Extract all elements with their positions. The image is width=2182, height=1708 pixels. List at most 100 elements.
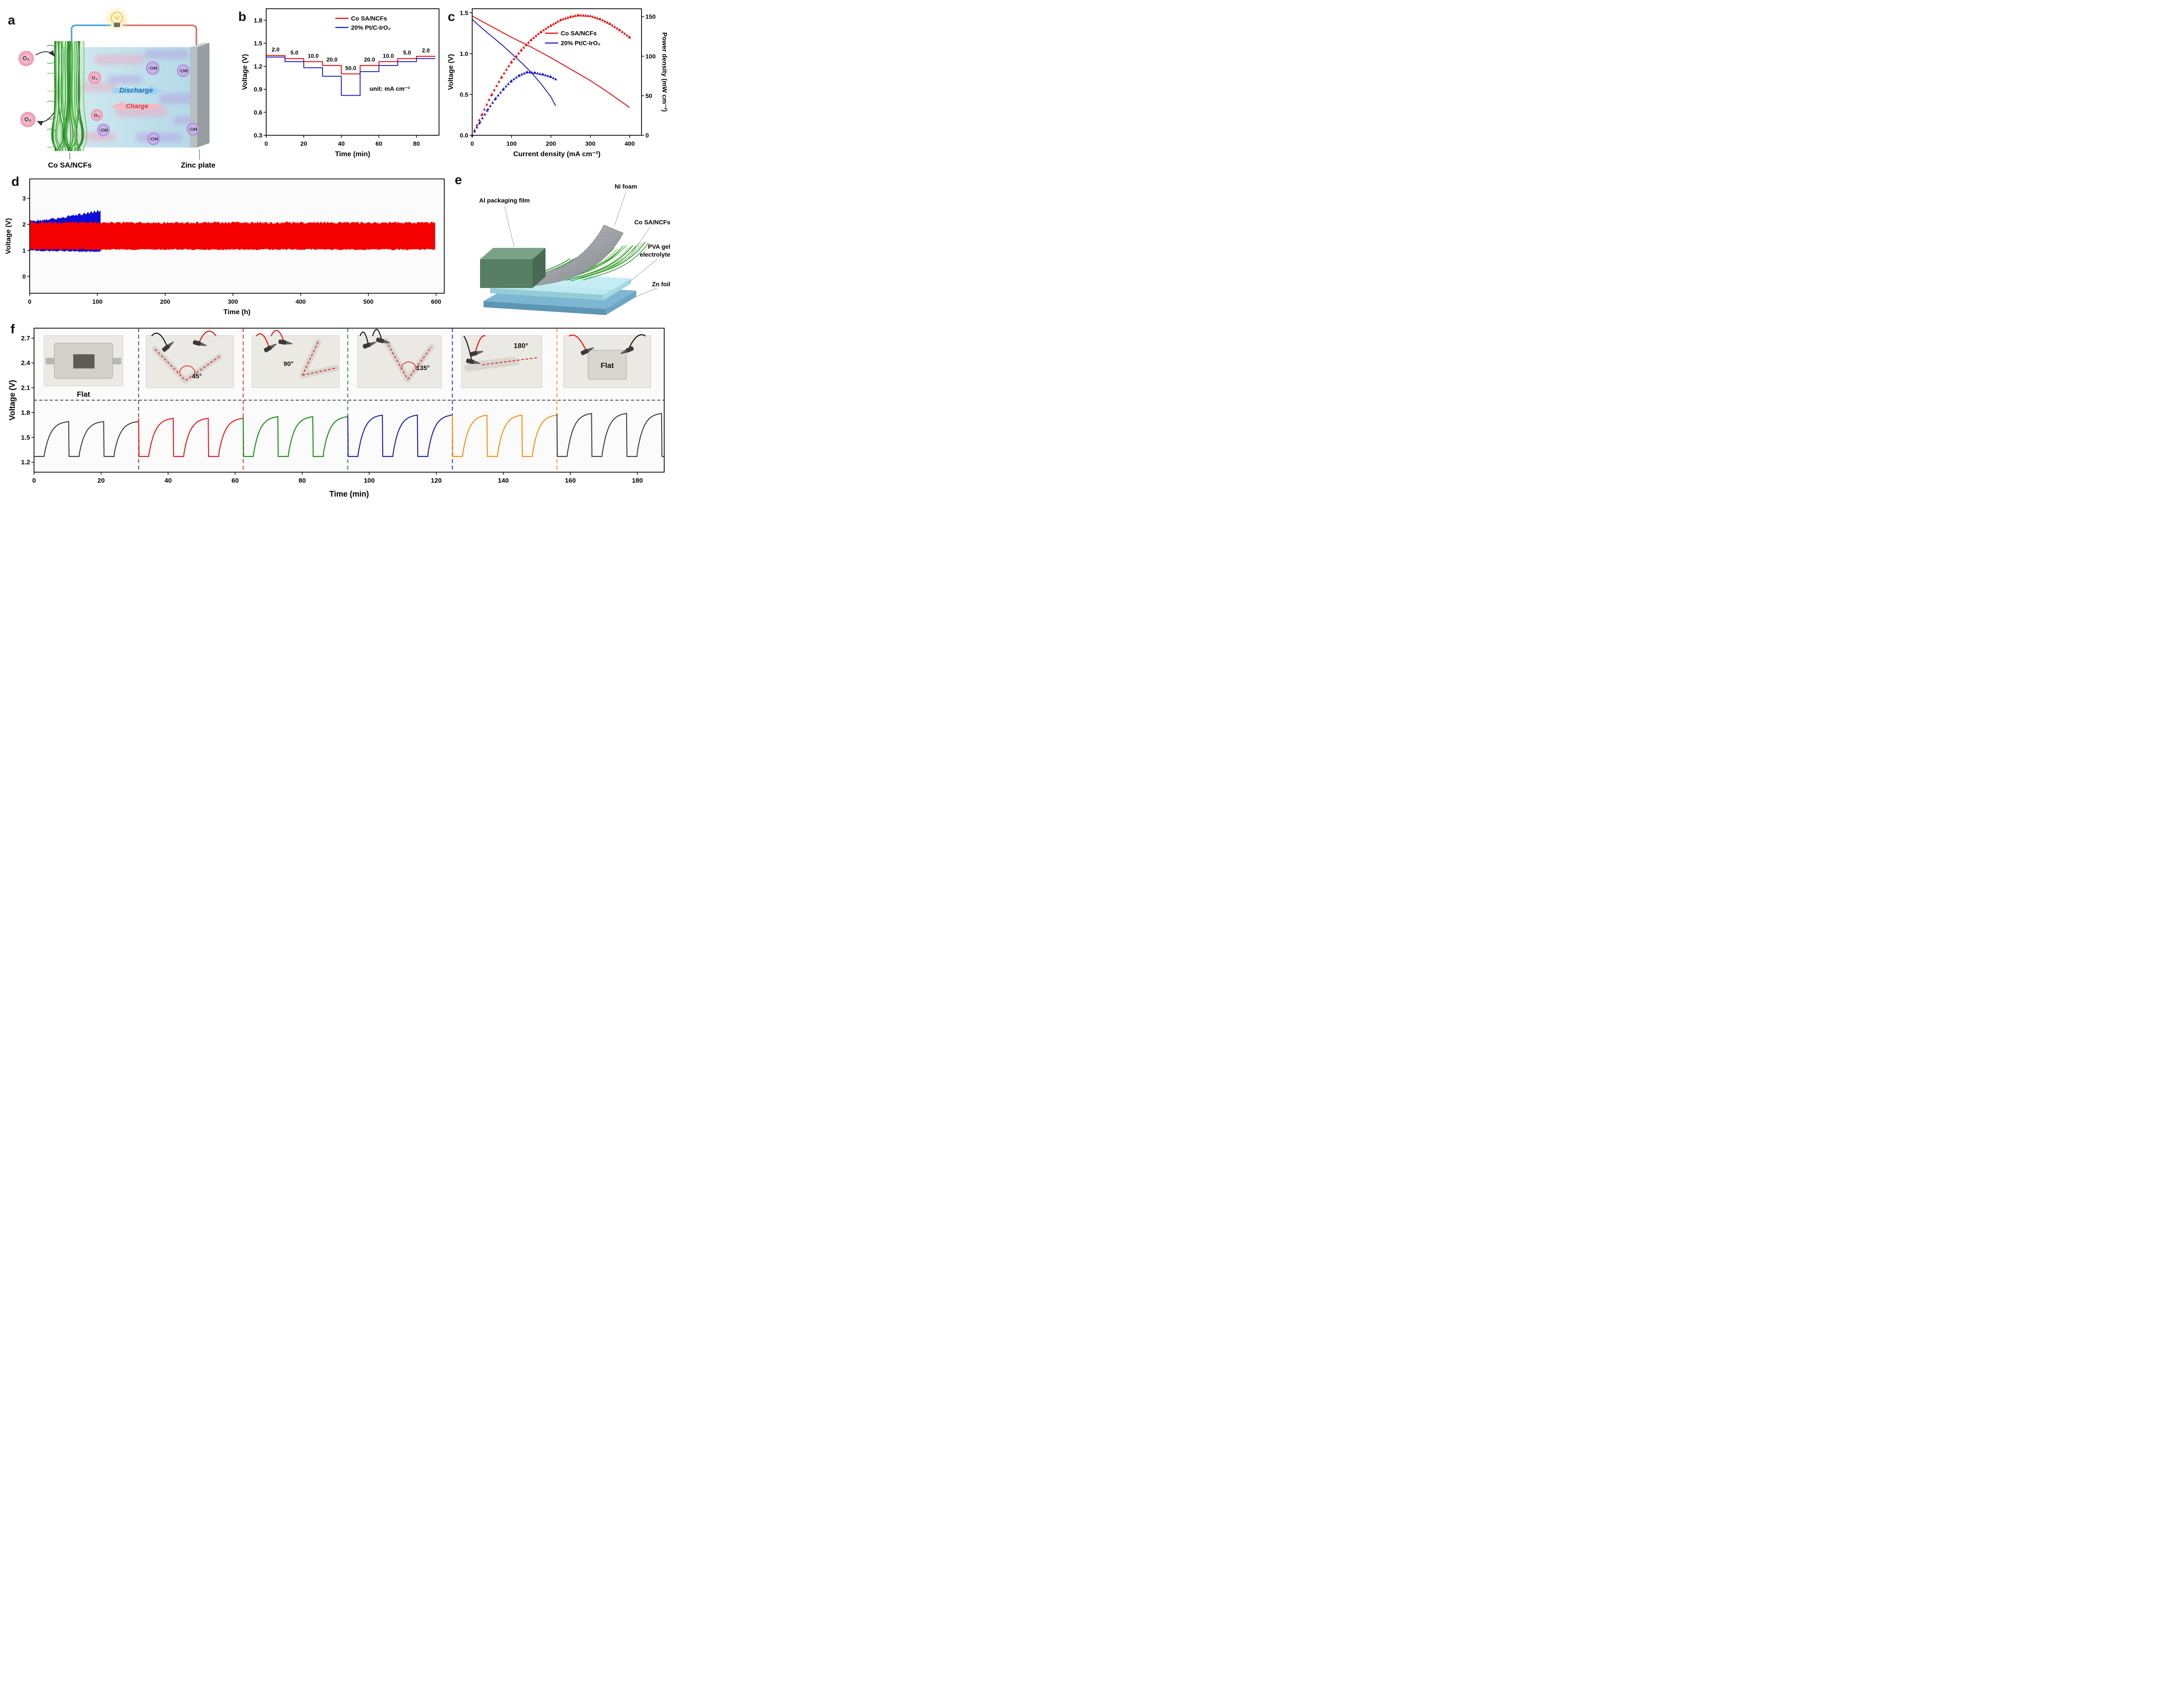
al-film-label: Al packaging film bbox=[479, 197, 530, 204]
charge-label: Charge bbox=[126, 103, 148, 110]
angle-line bbox=[407, 346, 432, 380]
clip-wire bbox=[463, 336, 473, 362]
svg-text:2.1: 2.1 bbox=[21, 384, 30, 392]
bend-angle-label: 180° bbox=[514, 343, 528, 350]
alligator-clip-icon bbox=[580, 347, 594, 355]
cycle-curve-segment-4 bbox=[452, 414, 557, 457]
plot-frame bbox=[472, 8, 642, 136]
legend-label: Co SA/NCFs bbox=[561, 30, 597, 37]
svg-text:600: 600 bbox=[431, 298, 442, 305]
panel-e-letter: e bbox=[455, 173, 462, 187]
series-1 bbox=[266, 56, 436, 96]
angle-line bbox=[185, 356, 220, 381]
svg-text:0: 0 bbox=[264, 140, 268, 147]
flat-label: Flat bbox=[77, 390, 90, 398]
co-sa-ncfs-electrode bbox=[47, 41, 87, 151]
x-axis-label: Time (h) bbox=[223, 309, 250, 316]
svg-text:1.8: 1.8 bbox=[21, 409, 30, 416]
svg-text:180: 180 bbox=[632, 477, 643, 484]
y2-axis-label: Power density (mW cm⁻²) bbox=[661, 32, 668, 112]
zn-foil-label: Zn foil bbox=[652, 281, 670, 288]
pva-label-line2: electrolyte bbox=[640, 251, 670, 258]
y2-tick: 100 bbox=[645, 53, 656, 60]
wire-positive bbox=[123, 24, 197, 48]
inset-photo-bend-135: 135° bbox=[357, 329, 442, 388]
legend-label: 20% Pt/C-IrO₂ bbox=[561, 40, 600, 47]
o2-in-arrow bbox=[35, 50, 55, 57]
panel-a-letter: a bbox=[8, 13, 15, 27]
panel-c-letter: c bbox=[448, 10, 455, 24]
y-axis-label: Voltage (V) bbox=[5, 218, 12, 254]
clip-wire bbox=[474, 335, 486, 353]
svg-text:0.9: 0.9 bbox=[254, 86, 263, 93]
svg-text:500: 500 bbox=[363, 298, 374, 305]
rate-label: 2.0 bbox=[422, 47, 430, 54]
oh-label: ·OH bbox=[148, 66, 157, 71]
oh-label: ·OH bbox=[99, 128, 108, 133]
clip-wire bbox=[628, 334, 646, 351]
svg-text:80: 80 bbox=[413, 140, 420, 147]
svg-text:80: 80 bbox=[298, 477, 306, 484]
rate-label: 50.0 bbox=[345, 65, 356, 71]
y-axis-label: Voltage (V) bbox=[447, 54, 455, 90]
clip-wire bbox=[568, 334, 587, 352]
svg-text:0.3: 0.3 bbox=[254, 132, 263, 139]
oh-ion bbox=[147, 132, 160, 145]
power-series-0 bbox=[470, 14, 631, 137]
voltage-series-1 bbox=[472, 19, 556, 106]
x-axis-label: Time (min) bbox=[335, 151, 371, 158]
clip-wire bbox=[198, 330, 217, 344]
o2-label: O₂ bbox=[23, 55, 30, 62]
zinc-plate-side bbox=[197, 43, 209, 147]
clip-wire bbox=[359, 331, 369, 345]
svg-text:100: 100 bbox=[93, 298, 103, 305]
angle-line bbox=[482, 357, 539, 365]
cycling-band-Co SA/NCFs bbox=[29, 221, 436, 250]
cycle-curve-segment-2 bbox=[243, 416, 348, 457]
rate-label: 20.0 bbox=[364, 56, 375, 63]
o2-label: O₂ bbox=[94, 113, 100, 118]
svg-text:0.0: 0.0 bbox=[460, 132, 469, 139]
panel-b-letter: b bbox=[238, 10, 247, 24]
battery-schematic: O₂O₂O₂O₂·OH·OH·OH·OH·OHDischargeChargeCo… bbox=[18, 6, 216, 169]
svg-text:0: 0 bbox=[28, 298, 31, 305]
oh-label: ·OH bbox=[179, 69, 188, 74]
plot-frame bbox=[266, 8, 439, 136]
alligator-clip-icon bbox=[466, 358, 480, 364]
alligator-clip-icon bbox=[363, 342, 377, 349]
zinc-plate bbox=[190, 47, 197, 147]
oh-ion bbox=[186, 123, 199, 136]
series-0 bbox=[266, 55, 436, 75]
x-axis-label: Current density (mA cm⁻²) bbox=[513, 151, 600, 158]
legend-label: Co SA/NCFs bbox=[351, 15, 387, 22]
unit-annotation: unit: mA cm⁻² bbox=[370, 85, 410, 92]
cycle-curve-segment-5 bbox=[556, 413, 664, 457]
bend-angle-label: 135° bbox=[416, 364, 429, 372]
y2-tick: 150 bbox=[645, 13, 656, 20]
svg-text:300: 300 bbox=[228, 298, 238, 305]
y2-tick: 50 bbox=[645, 92, 652, 99]
o2-molecule bbox=[88, 71, 101, 84]
svg-text:3: 3 bbox=[22, 195, 26, 202]
cycle-curve-segment-3 bbox=[347, 414, 453, 457]
alligator-clip-icon bbox=[620, 346, 634, 354]
discharge-label: Discharge bbox=[119, 87, 153, 94]
rate-label: 5.0 bbox=[291, 49, 298, 56]
power-series-1 bbox=[470, 70, 557, 137]
alligator-clip-icon bbox=[162, 341, 174, 352]
alligator-clip-icon bbox=[264, 343, 277, 353]
light-bulb-icon bbox=[111, 12, 123, 24]
svg-text:2: 2 bbox=[22, 221, 26, 228]
oh-ion bbox=[97, 123, 110, 137]
alligator-clip-icon bbox=[278, 339, 293, 345]
ni-foam-label: Ni foam bbox=[614, 183, 637, 190]
svg-text:2.4: 2.4 bbox=[21, 360, 31, 367]
